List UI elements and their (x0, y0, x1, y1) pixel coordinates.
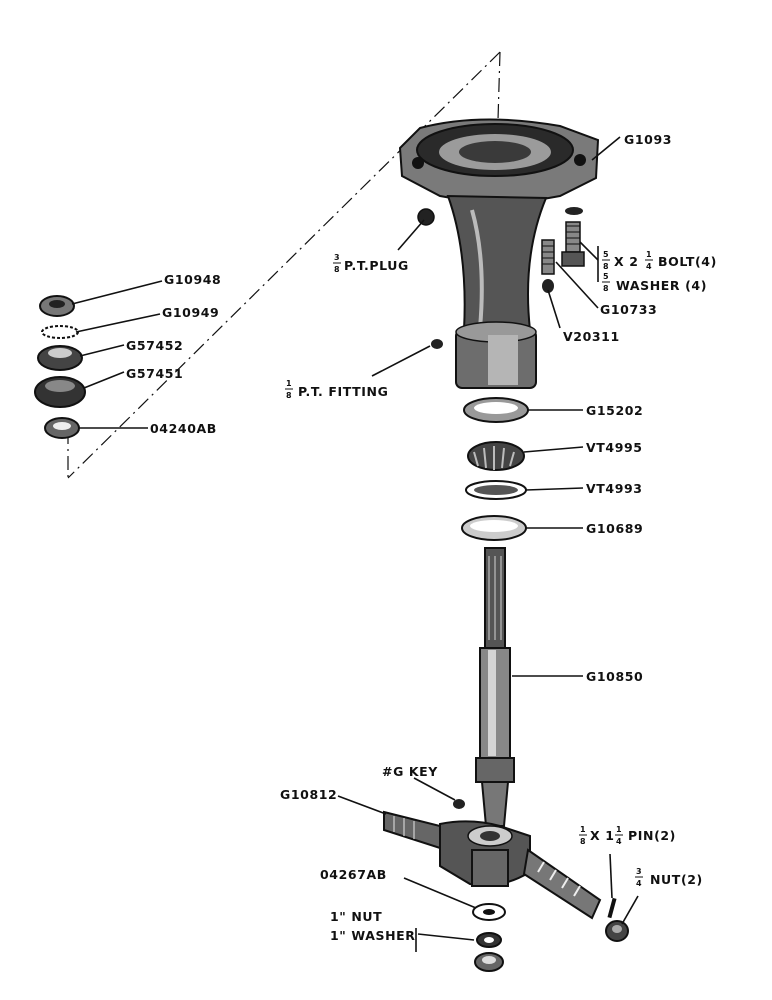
frac-nut-n: 3 (636, 867, 642, 876)
part-v20311 (542, 279, 554, 293)
frac-nut-d: 4 (636, 879, 642, 888)
frac-bolt1-n: 5 (603, 250, 609, 259)
label-washer: WASHER (4) (616, 278, 707, 293)
label-pin: X 1 (590, 828, 615, 843)
bearing-stack (461, 397, 529, 541)
label-g10949: G10949 (162, 305, 219, 320)
label-vt4995: VT4995 (586, 440, 643, 455)
label-nut-2: NUT(2) (650, 872, 703, 887)
shaft-g10850 (475, 547, 515, 827)
washer-04267ab (472, 903, 506, 921)
nut-washer-1in (474, 932, 504, 972)
label-key: #G KEY (382, 764, 438, 779)
label-g10812: G10812 (280, 787, 337, 802)
label-v20311: V20311 (563, 329, 620, 344)
label-04240ab: 04240AB (150, 421, 217, 436)
label-pin-tail: PIN(2) (628, 828, 676, 843)
label-1in-washer: 1" WASHER (330, 928, 416, 943)
frac-washer-d: 8 (603, 284, 609, 293)
pt-fitting (431, 339, 443, 349)
frac-bolt1-d: 8 (603, 262, 609, 271)
label-g10850: G10850 (586, 669, 643, 684)
key (453, 799, 465, 809)
frac-bolt2-n: 1 (646, 250, 652, 259)
label-vt4993: VT4993 (586, 481, 643, 496)
housing-g1093 (398, 118, 600, 389)
label-pt-plug: P.T.PLUG (344, 258, 409, 273)
spindle-g10812 (383, 810, 617, 920)
frac-fitting-d: 8 (286, 391, 292, 400)
frac-pin1-n: 1 (580, 825, 586, 834)
frac-plug-n: 3 (334, 253, 340, 262)
label-bolt: X 2 (614, 254, 639, 269)
reference-lines (67, 51, 501, 479)
label-04267ab: 04267AB (320, 867, 387, 882)
label-g15202: G15202 (586, 403, 643, 418)
label-g57452: G57452 (126, 338, 183, 353)
frac-pin2-d: 4 (616, 837, 622, 846)
frac-pin1-d: 8 (580, 837, 586, 846)
label-g1093: G1093 (624, 132, 672, 147)
label-g57451: G57451 (126, 366, 183, 381)
pt-plug (417, 208, 435, 226)
leader-lines (71, 136, 639, 952)
nut-3-4 (605, 920, 629, 942)
frac-pin2-n: 1 (616, 825, 622, 834)
label-g10948: G10948 (164, 272, 221, 287)
frac-washer-n: 5 (603, 272, 609, 281)
label-1in-nut: 1" NUT (330, 909, 382, 924)
stud-g10733 (541, 239, 555, 275)
frac-bolt2-d: 4 (646, 262, 652, 271)
label-bolt-tail: BOLT(4) (658, 254, 717, 269)
frac-plug-d: 8 (334, 265, 340, 274)
label-g10733: G10733 (600, 302, 657, 317)
label-pt-fitting: P.T. FITTING (298, 384, 388, 399)
bolt-and-washer (561, 207, 585, 267)
frac-fitting-n: 1 (286, 379, 292, 388)
left-stack-parts (34, 295, 86, 439)
label-g10689: G10689 (586, 521, 643, 536)
